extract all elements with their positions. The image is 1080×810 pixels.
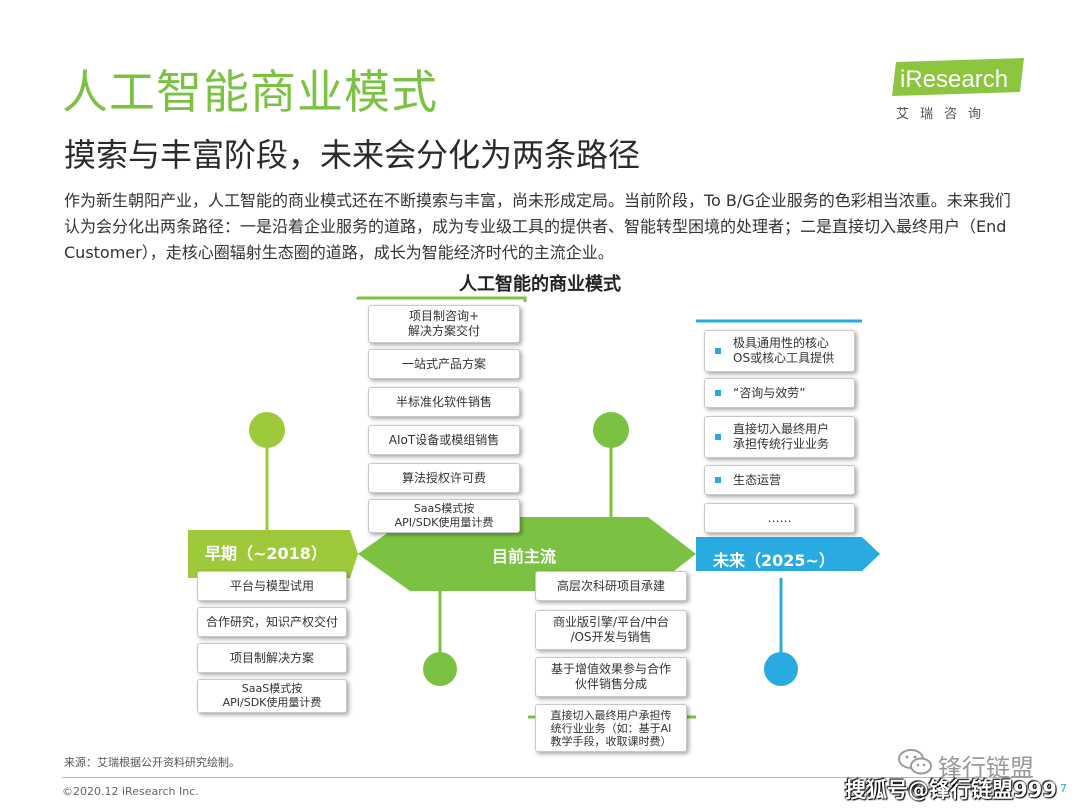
- bullet-icon: [715, 390, 721, 396]
- stage-current-label: 目前主流: [492, 547, 557, 566]
- current-banner-left-tip: [358, 542, 375, 566]
- future-top-box-4-text: 生态运营: [733, 472, 782, 487]
- future-top-box-5: ……: [704, 503, 855, 533]
- bullet-icon: [715, 348, 721, 354]
- current-bottom-box-1: 高层次科研项目承建: [535, 571, 687, 601]
- early-bottom-box-1: 平台与模型试用: [197, 571, 347, 601]
- page-title: 人工智能商业模式: [62, 65, 438, 119]
- future-top-box-4: 生态运营: [704, 465, 855, 495]
- future-top-box-3-text: 直接切入最终用户 承担传统行业业务: [733, 422, 830, 451]
- early-bottom-box-4: SaaS模式按 API/SDK使用量计费: [197, 679, 347, 713]
- future-top-box-1: 极具通用性的核心 OS或核心工具提供: [704, 330, 855, 372]
- source-note: 来源：艾瑞根据公开资料研究绘制。: [64, 756, 240, 769]
- intro-paragraph: 作为新生朝阳产业，人工智能的商业模式还在不断摸索与丰富，尚未形成定局。当前阶段，…: [64, 191, 1011, 262]
- bullet-icon: [715, 434, 721, 440]
- current-top-node: [593, 412, 629, 448]
- early-bottom-box-3: 项目制解决方案: [197, 643, 347, 673]
- future-top-box-2-text: “咨询与效劳”: [733, 385, 806, 400]
- stage-early-label: 早期（~2018）: [205, 544, 327, 563]
- current-top-box-4: AIoT设备或模组销售: [368, 425, 520, 455]
- current-top-box-1: 项目制咨询+ 解决方案交付: [368, 305, 520, 343]
- watermark-handle: 搜狐号@锋行链盟999: [845, 778, 1057, 802]
- watermark-name: 锋行链盟: [938, 754, 1034, 782]
- future-bottom-node: [764, 652, 798, 686]
- wechat-icon: [898, 749, 932, 775]
- current-bottom-box-3: 基于增值效果参与合作 伙伴销售分成: [535, 657, 687, 697]
- current-bottom-box-4: 直接切入最终用户承担传 统行业业务（如：基于AI 教学手段，收取课时费）: [535, 704, 687, 752]
- future-top-box-2: “咨询与效劳”: [704, 378, 855, 408]
- copyright: ©2020.12 iResearch Inc.: [62, 785, 199, 798]
- future-top-box-1-text: 极具通用性的核心 OS或核心工具提供: [733, 336, 835, 365]
- stage-future-label: 未来（2025~）: [713, 551, 835, 570]
- current-top-box-6: SaaS模式按 API/SDK使用量计费: [368, 499, 520, 533]
- current-bottom-node: [423, 652, 457, 686]
- footer-divider: [62, 777, 1032, 778]
- diagram-title: 人工智能的商业模式: [459, 274, 621, 295]
- logo-subtitle: 艾瑞咨询: [896, 107, 993, 122]
- early-banner: [188, 530, 358, 578]
- early-top-node: [249, 412, 285, 448]
- iresearch-logo: iResearch: [892, 58, 1024, 96]
- current-top-box-2: 一站式产品方案: [368, 349, 520, 379]
- current-top-box-5: 算法授权许可费: [368, 463, 520, 493]
- bullet-icon: [715, 477, 721, 483]
- current-bottom-box-2: 商业版引擎/平台/中台 /OS开发与销售: [535, 610, 687, 650]
- logo-text: iResearch: [900, 66, 1008, 93]
- page-subtitle: 摸索与丰富阶段，未来会分化为两条路径: [64, 136, 641, 174]
- current-top-box-3: 半标准化软件销售: [368, 387, 520, 417]
- future-top-box-3: 直接切入最终用户 承担传统行业业务: [704, 416, 855, 458]
- future-banner: [696, 537, 880, 571]
- early-bottom-box-2: 合作研究，知识产权交付: [197, 607, 347, 637]
- page-number: 7: [1060, 782, 1067, 795]
